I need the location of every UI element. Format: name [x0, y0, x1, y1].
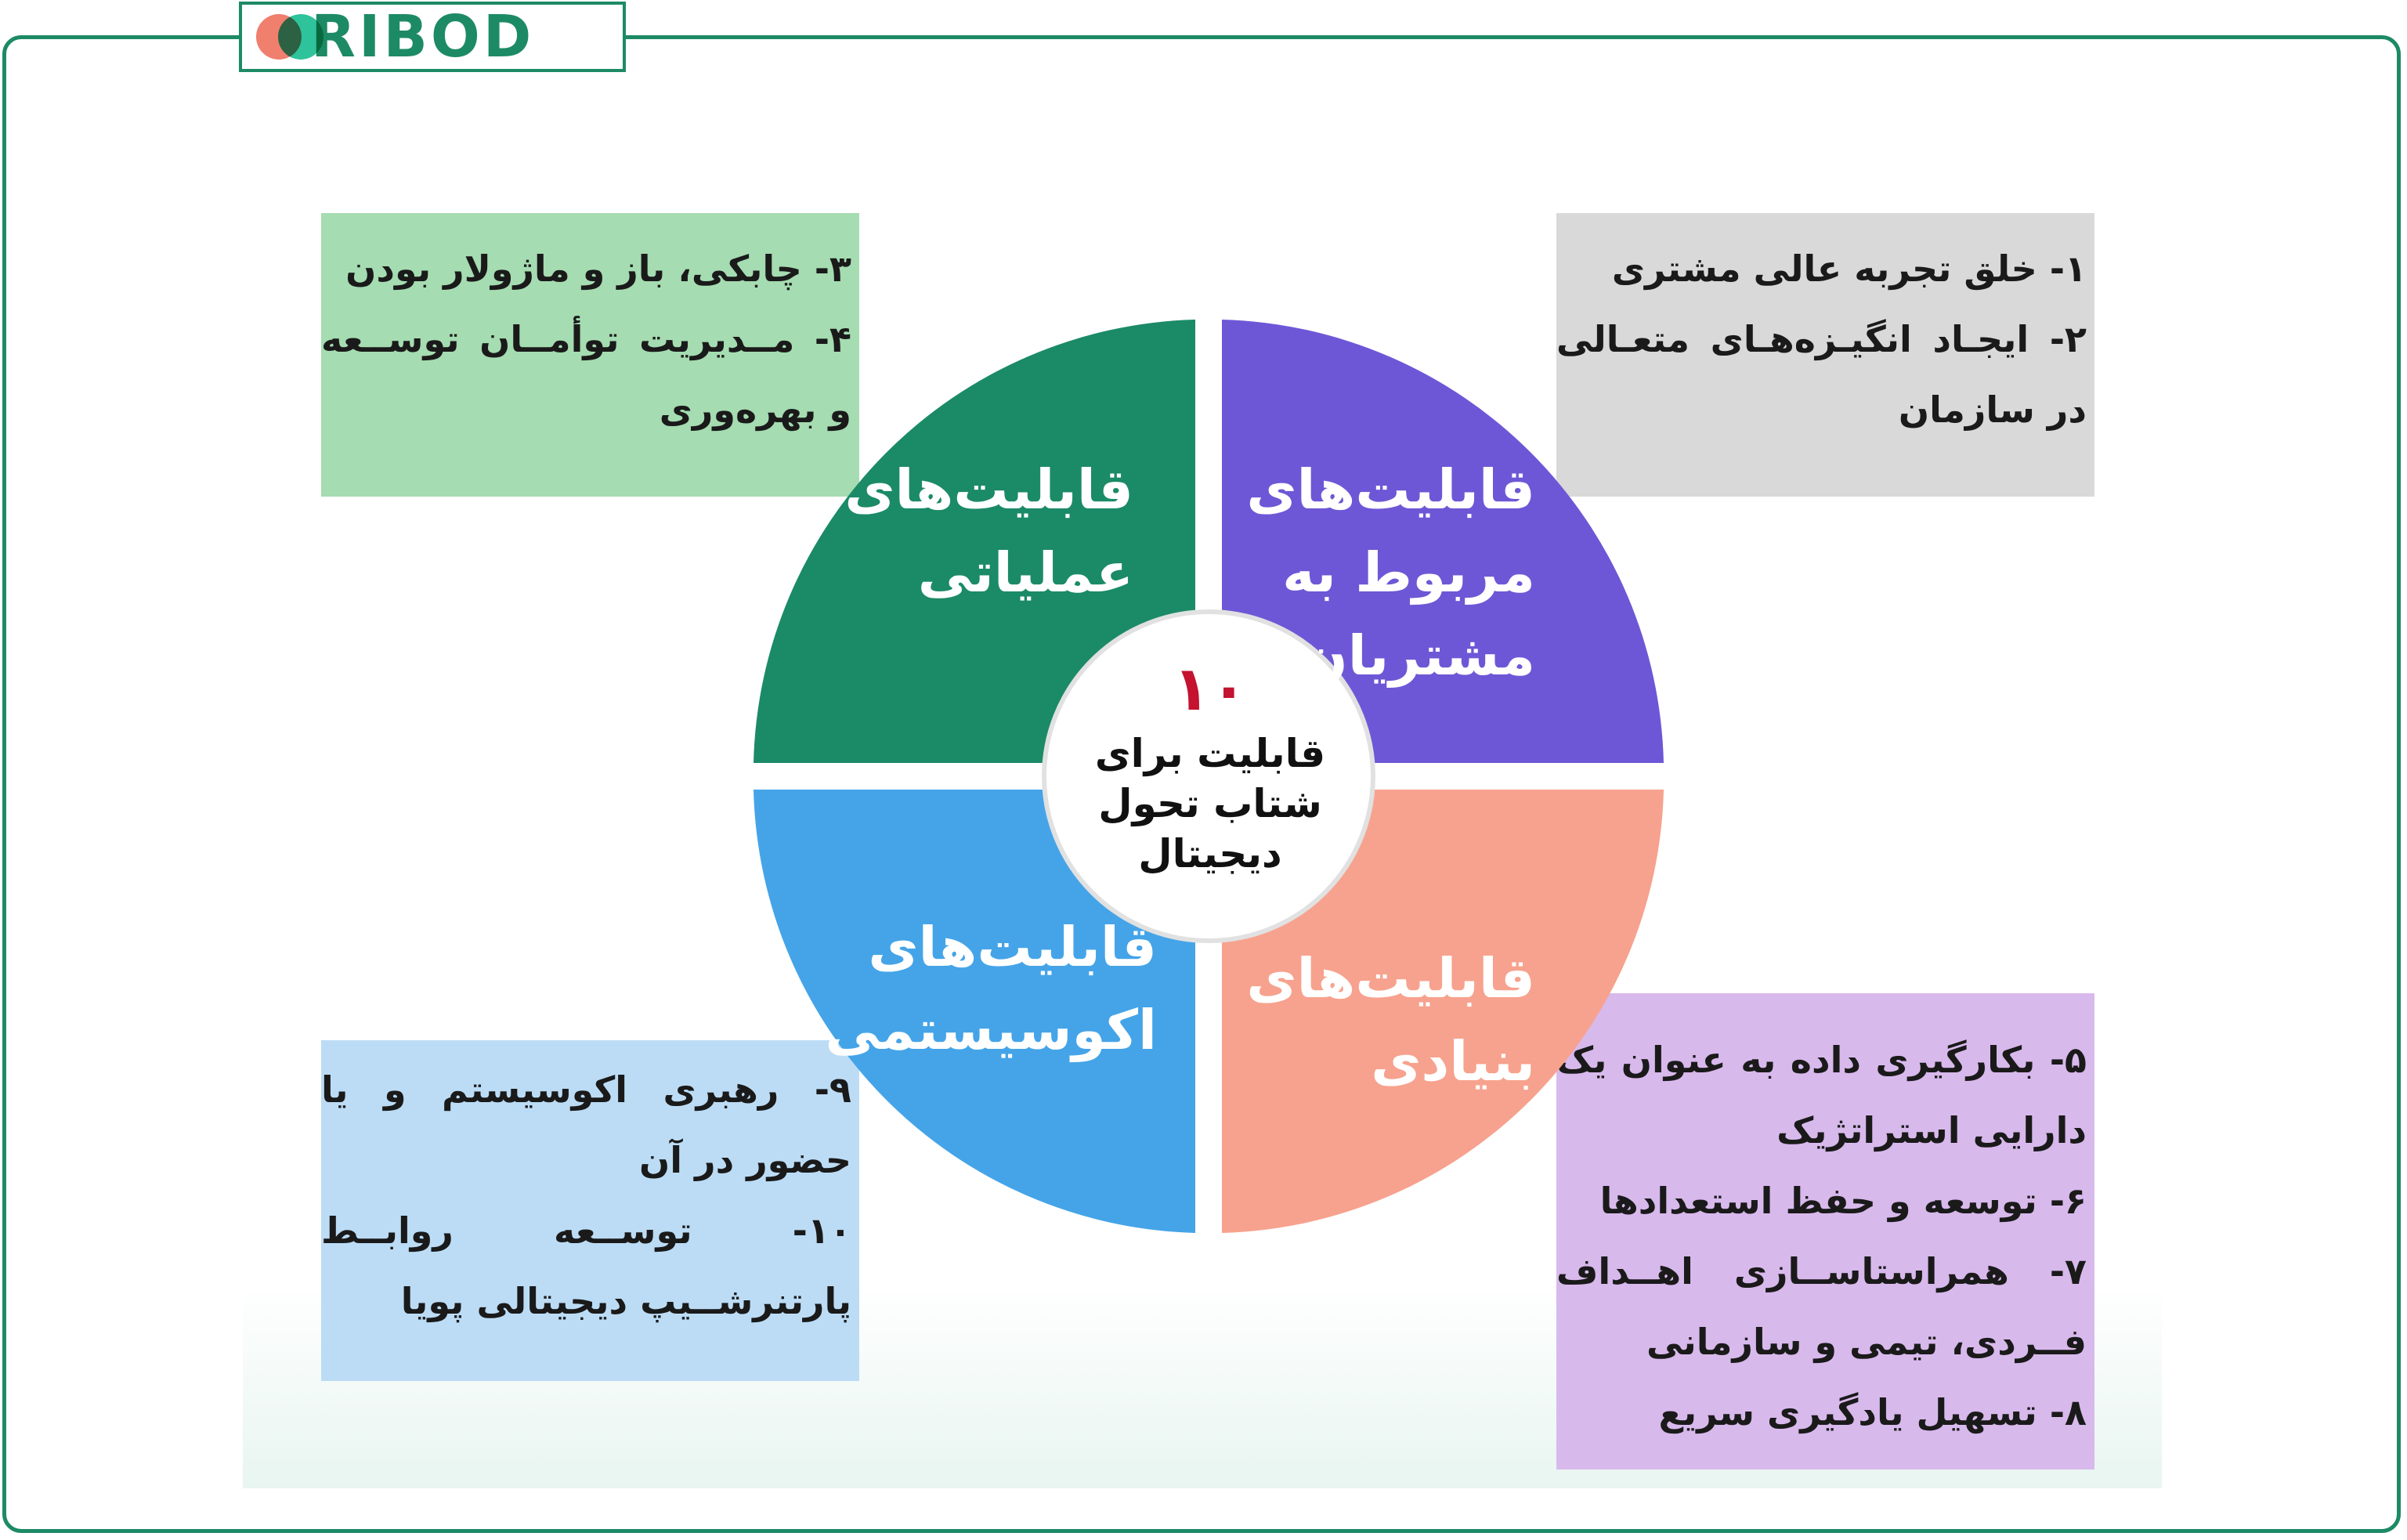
capability-item: ۶- توسعه و حفظ استعدادها [1599, 1180, 2087, 1222]
customer-capabilities-box: ۱- خلق تجربه عالی مشتری ۲- ایجـاد انگیـز… [1556, 213, 2094, 497]
capability-item: ۱- خلق تجربه عالی مشتری [1611, 248, 2087, 290]
center-circle [1042, 609, 1375, 943]
quadrant-label-foundational: قابلیت‌های بنیادی [1246, 946, 1535, 1094]
foundational-capabilities-box: ۵- بکارگیری داده به عنوان یک دارایی استر… [1556, 993, 2094, 1470]
capability-item: ۴- مــدیریت توأمــان توســعه و بهره‌وری [321, 318, 851, 431]
capability-item: ۲- ایجـاد انگیـزه‌هـای متعـالی در سازمان [1556, 318, 2087, 431]
logo-text: RIBOD [311, 3, 535, 70]
capability-item: ۳- چابکی، باز و ماژولار بودن [345, 248, 851, 290]
logo: RIBOD [239, 2, 626, 72]
quadrant-label-ecosystem: قابلیت‌های اکوسیستمی [825, 915, 1157, 1062]
quadrant-foundational [1222, 790, 1664, 1233]
center-line: شتاب تحول [1098, 781, 1322, 826]
quadrant-label-customer: قابلیت‌های مربوط به مشتریان [1246, 457, 1535, 688]
outer-frame [2, 35, 2401, 1533]
capability-item: ۸- تسهیل یادگیری سریع [1658, 1391, 2087, 1433]
quadrant-operational [754, 320, 1195, 763]
capability-item: ۱۰- توســعه روابــط پارتنرشــیپ دیجیتالی… [321, 1209, 851, 1322]
center-line: دیجیتال [1138, 831, 1282, 877]
logo-mark-icon [256, 13, 325, 61]
center-number: ۱۰ [1173, 654, 1248, 725]
capability-item: ۷- همراستاســازی اهــداف فــردی، تیمی و … [1556, 1250, 2087, 1363]
capability-item: ۹- رهبری اکوسیستم و یا حضور در آن [321, 1068, 851, 1181]
operational-capabilities-box: ۳- چابکی، باز و ماژولار بودن ۴- مــدیریت… [321, 213, 859, 497]
ecosystem-capabilities-box: ۹- رهبری اکوسیستم و یا حضور در آن ۱۰- تو… [321, 1040, 859, 1381]
quadrant-ecosystem [754, 790, 1195, 1233]
quadrant-customer [1222, 320, 1664, 763]
quadrant-label-operational: قابلیت‌های عملیاتی [844, 457, 1133, 605]
capability-item: ۵- بکارگیری داده به عنوان یک دارایی استر… [1556, 1039, 2087, 1151]
center-label: ۱۰ قابلیت برای شتاب تحول دیجیتال [1054, 650, 1367, 879]
center-line: قابلیت برای [1094, 731, 1326, 776]
